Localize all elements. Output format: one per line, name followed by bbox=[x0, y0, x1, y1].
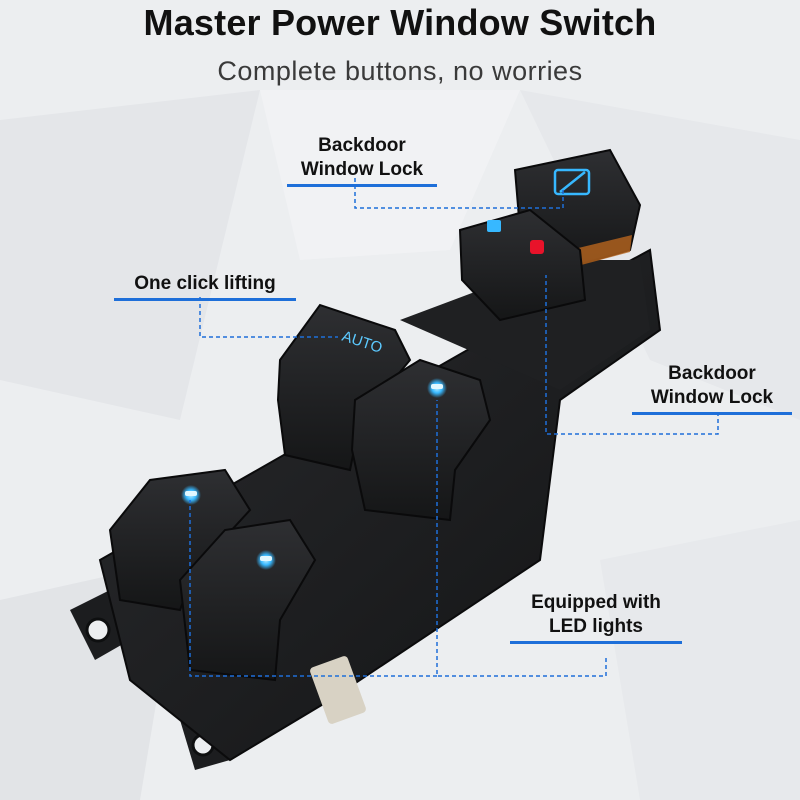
rear-right-window-button bbox=[178, 518, 317, 682]
page-title: Master Power Window Switch bbox=[143, 2, 657, 43]
passenger-window-button bbox=[350, 358, 492, 522]
callout-one-click-lifting: One click lifting bbox=[114, 272, 296, 301]
callout-led-lights: Equipped with LED lights bbox=[510, 591, 682, 644]
callout-underline bbox=[114, 298, 296, 301]
callout-backdoor-window-lock-top: Backdoor Window Lock bbox=[287, 134, 437, 187]
callout-backdoor-window-lock-right: Backdoor Window Lock bbox=[632, 362, 792, 415]
page-subtitle: Complete buttons, no worries bbox=[217, 56, 583, 86]
door-lock-button-pair bbox=[458, 208, 587, 322]
callout-underline bbox=[510, 641, 682, 644]
callout-leader-lines bbox=[189, 178, 719, 677]
callout-underline bbox=[632, 412, 792, 415]
callout-underline bbox=[287, 184, 437, 187]
